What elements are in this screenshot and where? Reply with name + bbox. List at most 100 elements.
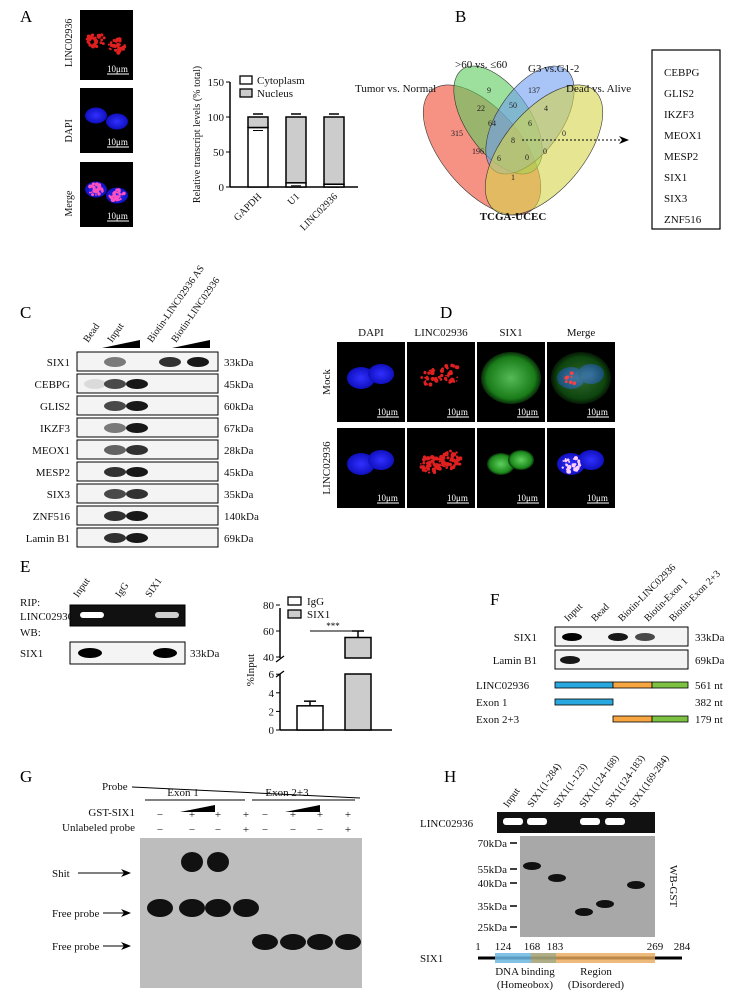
- dataset-label: TCGA-UCEC: [480, 211, 547, 223]
- nucleus: [85, 108, 107, 124]
- wb-label: WB:: [20, 627, 41, 639]
- linc02936-signal: [442, 455, 444, 457]
- linc02936-signal: [115, 50, 117, 52]
- column-header: LINC02936: [414, 327, 468, 339]
- scale-bar-label: 10μm: [447, 407, 468, 417]
- free-probe-band: [205, 899, 231, 917]
- bar-igg: [297, 706, 323, 730]
- blot-band: [104, 511, 126, 521]
- protein-label: Lamin B1: [26, 533, 70, 545]
- molecular-weight-label: 45kDa: [224, 379, 253, 391]
- venn-count: 196: [472, 147, 484, 156]
- linc02936-signal: [93, 44, 95, 46]
- lane-label: IgG: [113, 581, 131, 600]
- y-tick-label: 0: [269, 725, 275, 737]
- bar-cytoplasm: [248, 128, 268, 188]
- legend-label: IgG: [307, 596, 324, 608]
- merge-signal: [577, 461, 579, 463]
- linc02936-signal: [113, 39, 116, 42]
- linc02936-signal: [95, 45, 98, 48]
- merge-signal: [118, 193, 121, 196]
- venn-count: 1: [511, 173, 515, 182]
- protein-label: IKZF3: [40, 423, 70, 435]
- domain-label: (Homeobox): [497, 979, 554, 991]
- merge-signal: [575, 466, 579, 470]
- scale-bar-label: 10μm: [377, 407, 398, 417]
- y-tick-label: 4: [269, 688, 275, 700]
- gene-list-item: ZNF516: [664, 214, 702, 226]
- gst-six1-sign: +: [345, 809, 351, 821]
- construct-length: 382 nt: [695, 697, 723, 709]
- linc02936-signal: [95, 41, 97, 43]
- linc02936-signal: [420, 465, 424, 469]
- linc02936-signal: [450, 378, 454, 382]
- molecular-weight-label: 28kDa: [224, 445, 253, 457]
- blot-band: [627, 881, 645, 889]
- linc02936-signal: [440, 378, 443, 381]
- merge-signal: [565, 463, 567, 465]
- construct-length: 561 nt: [695, 680, 723, 692]
- blot-band: [84, 379, 106, 389]
- linc02936-signal: [449, 450, 452, 453]
- panel-label-d: D: [440, 303, 452, 322]
- blot-band: [523, 862, 541, 870]
- linc02936-signal: [95, 44, 97, 46]
- residue-position: 269: [647, 941, 664, 953]
- venn-count: 9: [487, 86, 491, 95]
- y-tick-label: 100: [208, 112, 225, 124]
- molecular-weight-label: 33kDa: [224, 357, 253, 369]
- linc02936-signal: [433, 461, 435, 463]
- gst-six1-sign: +: [189, 809, 195, 821]
- y-tick-label: 40: [263, 652, 275, 664]
- linc02936-signal: [449, 371, 453, 375]
- linc02936-signal: [103, 36, 106, 39]
- gene-list-item: IKZF3: [664, 109, 694, 121]
- merge-signal: [562, 466, 564, 468]
- linc02936-signal: [431, 368, 434, 371]
- venn-set-label: Tumor vs. Normal: [355, 83, 436, 95]
- linc02936-signal: [456, 458, 459, 461]
- venn-set-label: G3 vs.G1-2: [528, 63, 579, 75]
- band-label: Free probe: [52, 941, 99, 953]
- probe-line: [132, 787, 360, 798]
- linc02936-signal: [124, 44, 126, 46]
- linc02936-signal: [434, 377, 437, 380]
- wedge-gradient: [102, 340, 140, 348]
- venn-count: 0: [525, 153, 529, 162]
- linc02936-signal: [446, 367, 449, 370]
- rna-label: LINC02936: [20, 611, 74, 623]
- linc02936-signal: [114, 46, 116, 48]
- lane-label: Input: [71, 576, 92, 600]
- y-tick-label: 2: [269, 706, 275, 718]
- blot-band: [104, 379, 126, 389]
- exon2-segment: [613, 682, 652, 688]
- linc02936-signal: [426, 467, 430, 471]
- band-label: Free probe: [52, 908, 99, 920]
- linc02936-signal: [432, 462, 435, 465]
- linc02936-signal: [87, 41, 90, 44]
- blot-band: [104, 423, 126, 433]
- unlabeled-probe-sign: +: [345, 824, 351, 836]
- linc02936-signal: [435, 463, 439, 467]
- merge-signal: [567, 458, 570, 461]
- blot-band: [635, 633, 655, 641]
- panel-label-a: A: [20, 7, 33, 26]
- merge-signal: [567, 470, 571, 474]
- protein-label: MEOX1: [32, 445, 70, 457]
- blot-band: [104, 445, 126, 455]
- unlabeled-probe-sign: −: [262, 824, 268, 836]
- marker-label: 40kDa: [478, 878, 507, 890]
- gene-list-item: MEOX1: [664, 130, 702, 142]
- panel-label-b: B: [455, 7, 466, 26]
- free-probe-band: [252, 934, 278, 950]
- venn-count: 6: [528, 119, 532, 128]
- merge-signal: [93, 188, 97, 192]
- linc02936-signal: [93, 45, 95, 47]
- linc02936-signal: [450, 467, 453, 470]
- panel-label-g: G: [20, 767, 32, 786]
- merge-signal: [112, 194, 116, 198]
- nucleus: [368, 450, 394, 470]
- blot-band: [548, 874, 566, 882]
- rip-label: RIP:: [20, 597, 40, 609]
